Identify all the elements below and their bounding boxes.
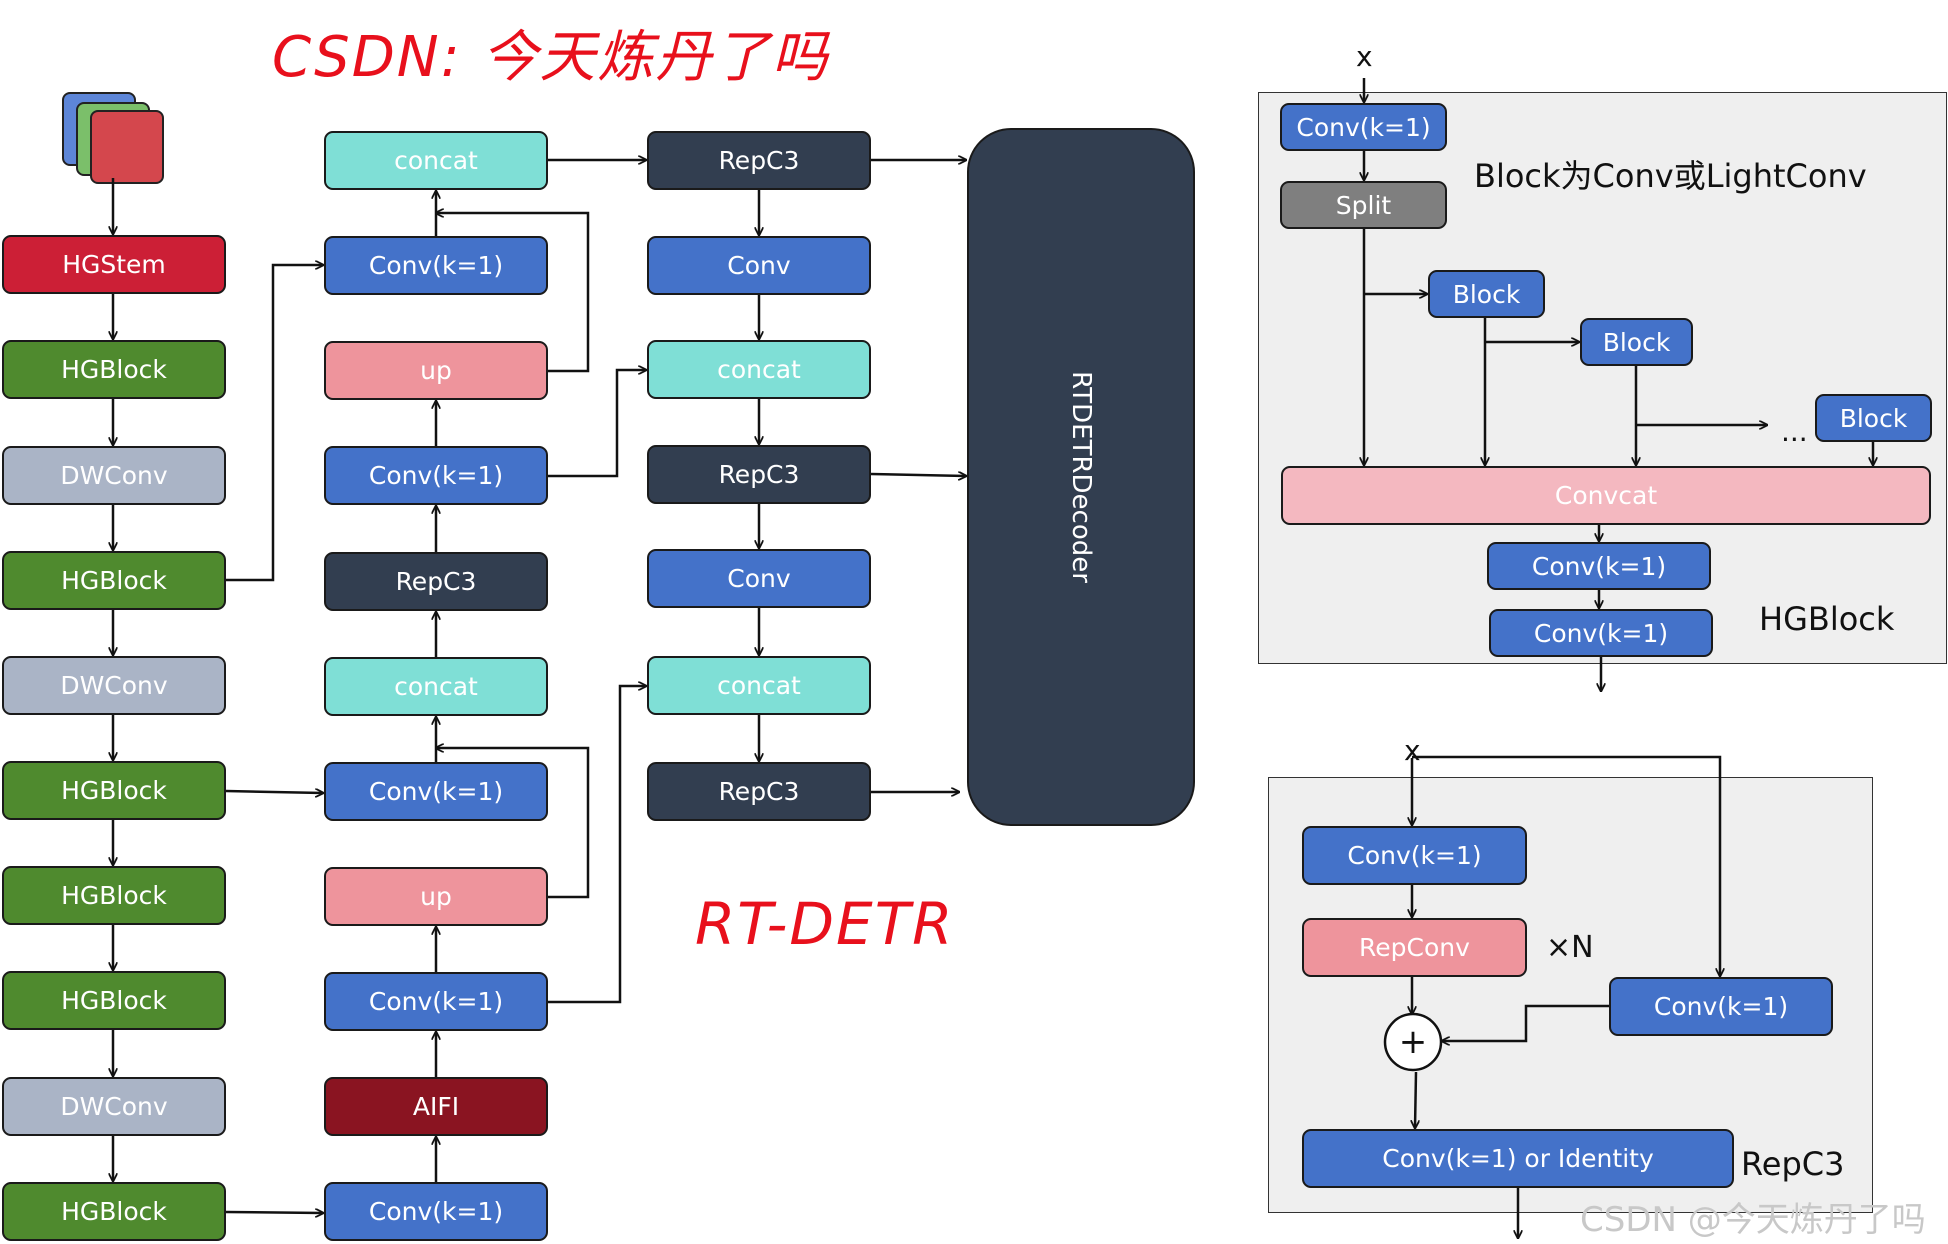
head-conv-1: Conv xyxy=(647,236,871,295)
head-repc3-2: RepC3 xyxy=(647,445,871,504)
backbone-hgblock-6: HGBlock xyxy=(2,1182,226,1241)
model-name-annotation: RT-DETR xyxy=(695,890,955,958)
backbone-hgblock-2: HGBlock xyxy=(2,551,226,610)
neck-up-2: up xyxy=(324,867,548,926)
neck-conv-1: Conv(k=1) xyxy=(324,236,548,295)
hgblock-title: HGBlock xyxy=(1759,600,1895,638)
head-concat-2: concat xyxy=(647,656,871,715)
hgblock-note: Block为Conv或LightConv xyxy=(1474,157,1867,195)
repc3-repeat-label: ×N xyxy=(1546,930,1594,965)
add-symbol: + xyxy=(1399,1022,1428,1062)
add-circle-icon: + xyxy=(1383,1012,1443,1072)
hgblock-ellipsis: ... xyxy=(1781,415,1808,448)
backbone-hgblock-3: HGBlock xyxy=(2,761,226,820)
neck-aifi: AIFI xyxy=(324,1077,548,1136)
head-conv-2: Conv xyxy=(647,549,871,608)
backbone-hgblock-1: HGBlock xyxy=(2,340,226,399)
backbone-dwconv-2: DWConv xyxy=(2,656,226,715)
hgblock-split: Split xyxy=(1280,181,1447,229)
hgblock-conv-out-2: Conv(k=1) xyxy=(1489,609,1713,657)
backbone-hgblock-4: HGBlock xyxy=(2,866,226,925)
neck-conv-3: Conv(k=1) xyxy=(324,762,548,821)
repc3-conv-main: Conv(k=1) xyxy=(1302,826,1527,885)
stacked-image-layers-icon xyxy=(62,92,172,192)
hgblock-input-label: x xyxy=(1356,40,1373,73)
backbone-hgstem: HGStem xyxy=(2,235,226,294)
repc3-repconv: RepConv xyxy=(1302,918,1527,977)
repc3-conv-side: Conv(k=1) xyxy=(1609,977,1833,1036)
hgblock-conv-out-1: Conv(k=1) xyxy=(1487,542,1711,590)
head-concat-1: concat xyxy=(647,340,871,399)
backbone-dwconv-3: DWConv xyxy=(2,1077,226,1136)
neck-up-1: up xyxy=(324,341,548,400)
header-annotation: CSDN: 今天炼丹了吗 xyxy=(272,25,830,90)
neck-conv-2: Conv(k=1) xyxy=(324,446,548,505)
neck-concat-2: concat xyxy=(324,657,548,716)
backbone-dwconv-1: DWConv xyxy=(2,446,226,505)
hgblock-block-2: Block xyxy=(1580,318,1693,366)
head-repc3-1: RepC3 xyxy=(647,131,871,190)
watermark: CSDN @今天炼丹了吗 xyxy=(1580,1200,1926,1240)
hgblock-concat: Convcat xyxy=(1281,466,1931,525)
hgblock-conv-in: Conv(k=1) xyxy=(1280,103,1447,151)
neck-conv-4: Conv(k=1) xyxy=(324,972,548,1031)
repc3-input-label: x xyxy=(1404,734,1421,767)
repc3-title: RepC3 xyxy=(1741,1145,1845,1183)
hgblock-block-n: Block xyxy=(1815,394,1932,442)
neck-concat-1: concat xyxy=(324,131,548,190)
neck-repc3: RepC3 xyxy=(324,552,548,611)
neck-conv-5: Conv(k=1) xyxy=(324,1182,548,1241)
backbone-hgblock-5: HGBlock xyxy=(2,971,226,1030)
head-repc3-3: RepC3 xyxy=(647,762,871,821)
rtdetr-decoder-block: RTDETRDecoder xyxy=(967,128,1195,826)
hgblock-block-1: Block xyxy=(1428,270,1545,318)
repc3-conv-out: Conv(k=1) or Identity xyxy=(1302,1129,1734,1188)
